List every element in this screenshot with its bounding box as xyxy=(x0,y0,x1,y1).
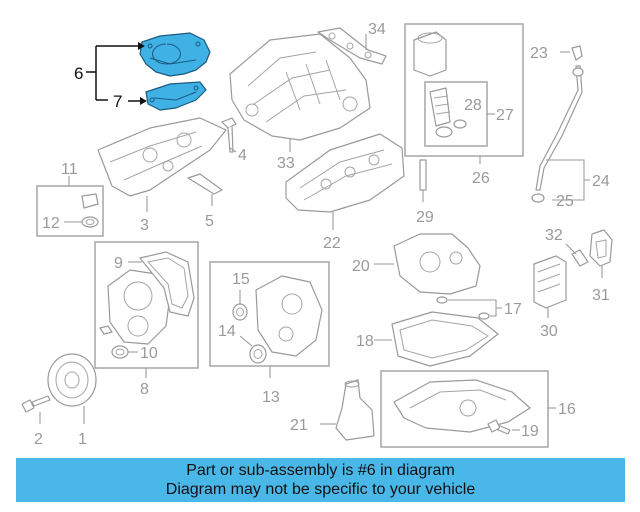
group-16-box xyxy=(380,370,549,448)
part-18-pan-gasket[interactable] xyxy=(391,311,499,367)
callout-17: 17 xyxy=(504,301,522,318)
callout-4: 4 xyxy=(238,147,247,164)
callout-20: 20 xyxy=(352,258,370,275)
callout-25: 25 xyxy=(556,193,574,210)
callout-9: 9 xyxy=(114,255,123,272)
part-22-cylinder-head[interactable] xyxy=(285,133,405,213)
callout-13: 13 xyxy=(262,389,280,406)
callout-2: 2 xyxy=(34,431,43,448)
part-8-timing-cover[interactable] xyxy=(107,269,171,345)
group-11-box xyxy=(36,185,104,237)
part-28-seal-ring[interactable] xyxy=(435,119,467,138)
part-7-highlighted-gasket[interactable] xyxy=(145,81,207,111)
part-24-dipstick-tube[interactable] xyxy=(535,65,584,191)
callout-3: 3 xyxy=(140,217,149,234)
callout-32: 32 xyxy=(545,227,563,244)
group-26-box xyxy=(404,23,524,157)
callout-12: 12 xyxy=(42,215,60,232)
part-30-oil-cooler[interactable] xyxy=(533,255,567,309)
callout-6-7-leader xyxy=(86,42,147,105)
banner-line-2: Diagram may not be specific to your vehi… xyxy=(165,481,476,498)
callout-27: 27 xyxy=(496,107,514,124)
callout-28: 28 xyxy=(464,97,482,114)
info-banner: Part or sub-assembly is #6 in diagram Di… xyxy=(16,458,625,502)
part-16-oil-pan[interactable] xyxy=(393,379,531,433)
callout-11: 11 xyxy=(61,161,78,178)
part-29-oil-sensor[interactable] xyxy=(419,159,427,191)
part-4-bolt[interactable] xyxy=(221,117,237,153)
callout-22: 22 xyxy=(323,235,341,252)
part-20-oil-pump-housing[interactable] xyxy=(393,233,481,295)
part-1-crankshaft-pulley[interactable] xyxy=(47,353,97,407)
callout-7: 7 xyxy=(113,92,122,111)
callout-26: 26 xyxy=(472,170,490,187)
part-23-dipstick-handle[interactable] xyxy=(571,45,583,61)
callout-14: 14 xyxy=(218,323,236,340)
part-25-seal-ring[interactable] xyxy=(531,193,545,203)
callout-29: 29 xyxy=(416,209,434,226)
part-31-gasket[interactable] xyxy=(589,229,613,267)
callout-30: 30 xyxy=(540,323,558,340)
part-9-cover-gasket[interactable] xyxy=(139,251,195,317)
part-26-oil-filter-housing[interactable] xyxy=(413,31,447,77)
callout-19: 19 xyxy=(521,423,539,440)
banner-line-1: Part or sub-assembly is #6 in diagram xyxy=(186,462,455,479)
part-12-seal-ring[interactable] xyxy=(81,216,99,228)
callout-5: 5 xyxy=(205,213,214,230)
part-6-highlighted-cover[interactable] xyxy=(139,32,211,77)
part-10-seal[interactable] xyxy=(111,345,129,359)
callout-16: 16 xyxy=(558,401,576,418)
callout-34: 34 xyxy=(368,21,386,38)
part-15-seal[interactable] xyxy=(232,303,248,321)
callout-24: 24 xyxy=(592,173,610,190)
callout-1: 1 xyxy=(78,431,87,448)
part-13-front-cover[interactable] xyxy=(255,275,323,357)
part-21-oil-level-sensor[interactable] xyxy=(335,379,375,441)
part-5-bracket[interactable] xyxy=(187,173,223,195)
part-17-seal-rings[interactable] xyxy=(436,296,490,320)
callout-8: 8 xyxy=(140,381,149,398)
callout-31: 31 xyxy=(592,287,610,304)
part-2-crank-bolt[interactable] xyxy=(21,395,51,413)
callout-18: 18 xyxy=(356,333,374,350)
callout-21: 21 xyxy=(290,417,308,434)
part-19-drain-plug[interactable] xyxy=(487,419,511,435)
part-34-intake-gasket[interactable] xyxy=(317,27,387,65)
part-11-filler-cap[interactable] xyxy=(81,193,99,209)
part-8-bolt[interactable] xyxy=(99,325,113,335)
part-33-intake-manifold[interactable] xyxy=(229,33,371,141)
callout-6: 6 xyxy=(74,64,83,83)
callout-10: 10 xyxy=(140,345,158,362)
callout-33: 33 xyxy=(277,155,295,172)
part-27-filter-element[interactable] xyxy=(429,87,451,127)
part-14-seal-ring[interactable] xyxy=(249,344,267,364)
callout-23: 23 xyxy=(530,45,548,62)
callout-15: 15 xyxy=(232,271,250,288)
part-3-valve-cover[interactable] xyxy=(97,117,227,197)
